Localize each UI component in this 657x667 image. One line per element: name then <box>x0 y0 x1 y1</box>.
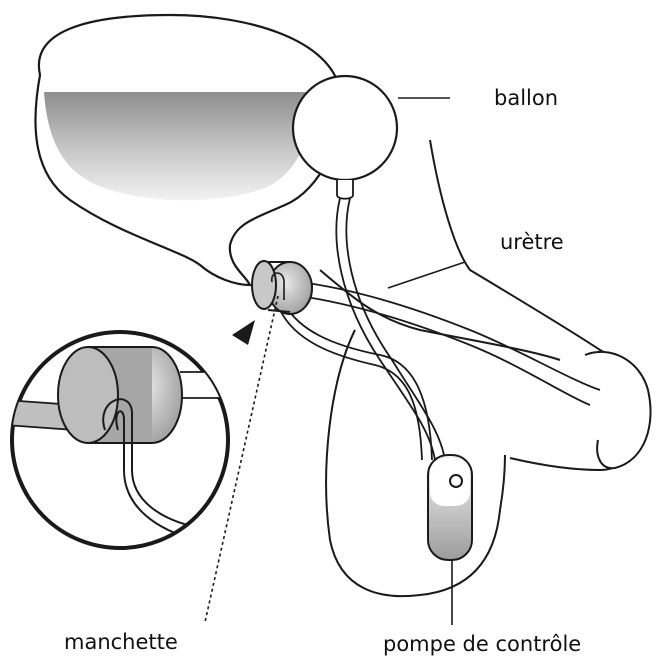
control-pump <box>428 455 472 560</box>
label-pompe-de-controle: pompe de contrôle <box>383 634 581 655</box>
cuff <box>252 261 312 314</box>
label-uretre: urètre <box>500 232 564 253</box>
label-ballon: ballon <box>494 88 558 109</box>
bladder <box>35 15 340 285</box>
label-manchette: manchette <box>64 632 178 653</box>
body-outline <box>320 140 651 596</box>
leader-line-uretre <box>388 262 465 288</box>
magnified-cuff-inset <box>5 320 255 548</box>
